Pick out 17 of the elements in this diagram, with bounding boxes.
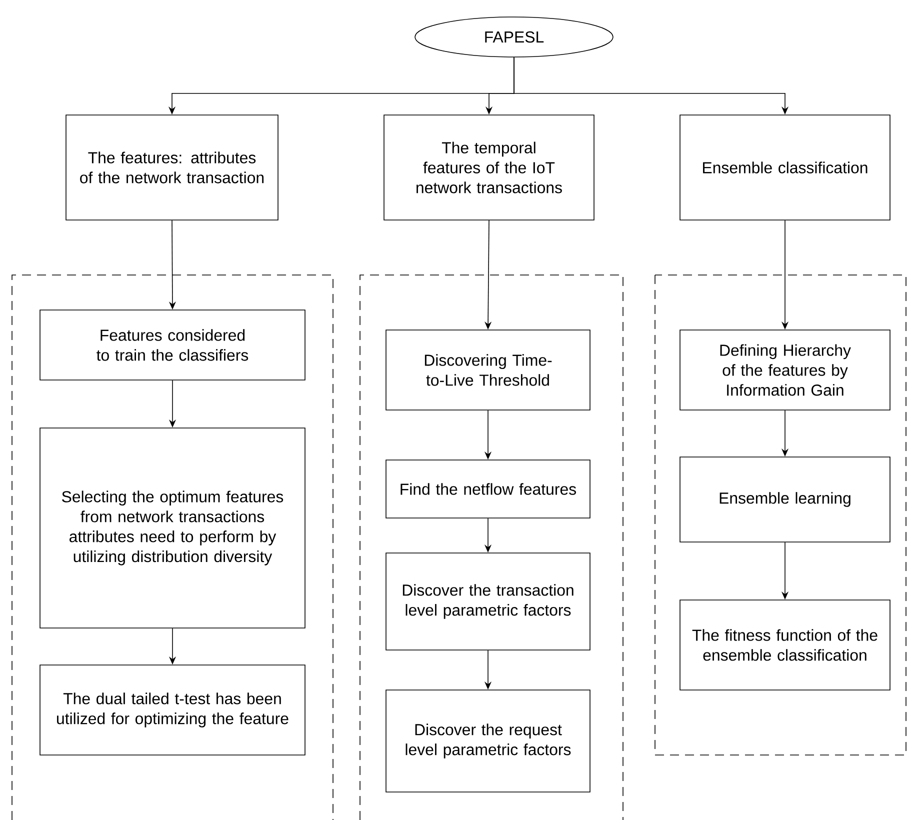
dashed-region xyxy=(654,274,906,756)
process-box: Ensemble learning xyxy=(680,456,890,542)
process-box: Discover the transaction level parametric factors xyxy=(386,552,590,650)
process-box: The fitness function of the ensemble classification xyxy=(680,600,890,690)
process-box: The features: attributes of the network transaction xyxy=(66,114,278,220)
process-box: Discovering Time-to-Live Threshold xyxy=(386,330,590,410)
dashed-region xyxy=(360,274,624,820)
process-box: The temporal features of the IoT network transactions xyxy=(384,114,594,220)
dashed-region xyxy=(12,274,334,820)
process-box: The dual tailed t-test has been utilized for optimizing the feature xyxy=(40,664,306,756)
process-box: Find the netflow features xyxy=(386,460,590,518)
process-box: Discover the request level parametric factors xyxy=(386,690,590,792)
process-box: Selecting the optimum features from network transactions attributes need to perform by utilizing distribution diversity xyxy=(40,428,306,628)
process-box: Defining Hierarchy of the features by Information Gain xyxy=(680,330,890,410)
process-box: Ensemble classification xyxy=(680,114,890,220)
ellipse-node: FAPESL xyxy=(414,16,614,58)
process-box: Features considered to train the classifiers xyxy=(40,310,306,380)
